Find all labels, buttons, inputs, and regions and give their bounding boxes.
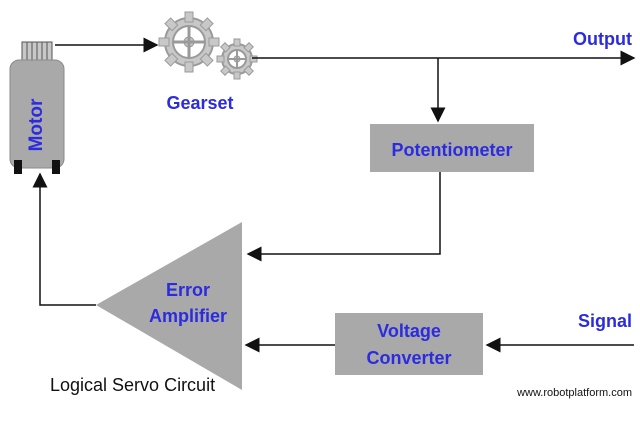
amplifier-to-motor-arrow: [32, 172, 96, 306]
voltage-converter-label-line2: Converter: [366, 348, 451, 368]
output-label: Output: [573, 29, 632, 49]
gear-icon: [158, 11, 258, 80]
motor-icon: [9, 41, 65, 174]
watermark: www.robotplatform.com: [516, 387, 632, 399]
diagram-caption: Logical Servo Circuit: [50, 375, 215, 395]
potentiometer-label: Potentiometer: [391, 140, 512, 160]
error-amplifier-label-line1: Error: [166, 280, 210, 300]
motor-label: Motor: [26, 98, 47, 151]
error-amplifier-triangle: [96, 222, 242, 390]
voltage-converter-box: [335, 313, 483, 375]
signal-label: Signal: [578, 311, 632, 331]
voltage-converter-label-line1: Voltage: [377, 321, 441, 341]
potentiometer-box: [370, 124, 534, 172]
error-amplifier-label-line2: Amplifier: [149, 306, 227, 326]
gearset-label: Gearset: [166, 93, 233, 113]
potentiometer-feedback-arrow: [246, 172, 441, 262]
